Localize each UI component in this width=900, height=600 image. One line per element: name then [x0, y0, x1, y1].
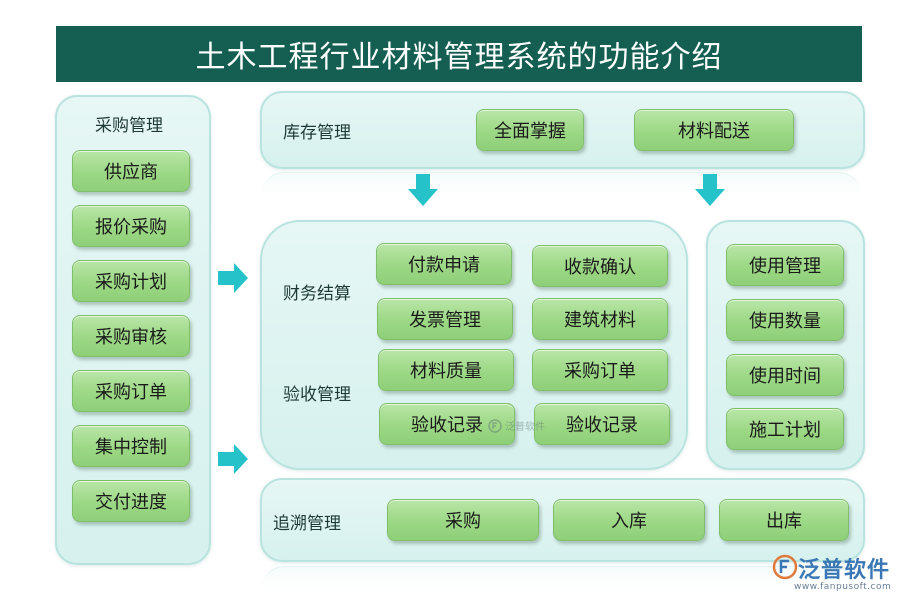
procurement-item-progress[interactable]: 交付进度	[72, 480, 190, 522]
title-text: 土木工程行业材料管理系统的功能介绍	[195, 40, 723, 75]
inventory-label: 库存管理	[283, 123, 351, 143]
brand-logo: 泛普软件 www.fanpusoft.com	[772, 552, 894, 598]
procurement-item-quote[interactable]: 报价采购	[72, 205, 190, 247]
usage-item-time[interactable]: 使用时间	[726, 354, 844, 396]
arrow-down-icon	[695, 174, 725, 206]
inventory-item-delivery[interactable]: 材料配送	[634, 109, 794, 151]
trace-reflection	[262, 566, 861, 589]
usage-item-management[interactable]: 使用管理	[726, 244, 844, 286]
usage-item-quantity[interactable]: 使用数量	[726, 299, 844, 341]
inventory-reflection	[262, 172, 861, 195]
inventory-item-overview[interactable]: 全面掌握	[476, 109, 584, 151]
procurement-item-control[interactable]: 集中控制	[72, 425, 190, 467]
arrow-right-icon	[218, 444, 248, 474]
trace-label: 追溯管理	[273, 514, 341, 534]
page-title: 土木工程行业材料管理系统的功能介绍	[56, 26, 862, 82]
acceptance-item-record[interactable]: 验收记录	[534, 403, 670, 445]
fanpu-logo-icon	[772, 554, 798, 580]
watermark-text: 泛普软件	[505, 422, 545, 433]
logo-name: 泛普软件	[798, 558, 891, 583]
finance-item-invoice[interactable]: 发票管理	[377, 298, 513, 340]
arrow-down-icon	[408, 174, 438, 206]
finance-item-receipt-confirm[interactable]: 收款确认	[532, 245, 668, 287]
finance-item-building-material[interactable]: 建筑材料	[532, 298, 668, 340]
fanpu-logo-icon	[488, 418, 502, 433]
trace-item-outbound[interactable]: 出库	[719, 499, 849, 541]
usage-item-construction-plan[interactable]: 施工计划	[726, 408, 844, 450]
arrow-right-icon	[218, 263, 248, 293]
watermark: 泛普软件	[488, 418, 545, 433]
procurement-item-order[interactable]: 采购订单	[72, 370, 190, 412]
trace-item-inbound[interactable]: 入库	[553, 499, 705, 541]
acceptance-label: 验收管理	[283, 385, 351, 405]
procurement-item-review[interactable]: 采购审核	[72, 315, 190, 357]
procurement-item-supplier[interactable]: 供应商	[72, 150, 190, 192]
acceptance-item-order[interactable]: 采购订单	[532, 349, 668, 391]
procurement-item-plan[interactable]: 采购计划	[72, 260, 190, 302]
logo-url: www.fanpusoft.com	[794, 582, 892, 592]
finance-label: 财务结算	[283, 284, 351, 304]
procurement-label: 采购管理	[95, 116, 163, 136]
acceptance-item-record[interactable]: 验收记录	[379, 403, 515, 445]
trace-item-purchase[interactable]: 采购	[387, 499, 539, 541]
finance-item-payment-request[interactable]: 付款申请	[376, 243, 512, 285]
acceptance-item-quality[interactable]: 材料质量	[378, 349, 514, 391]
